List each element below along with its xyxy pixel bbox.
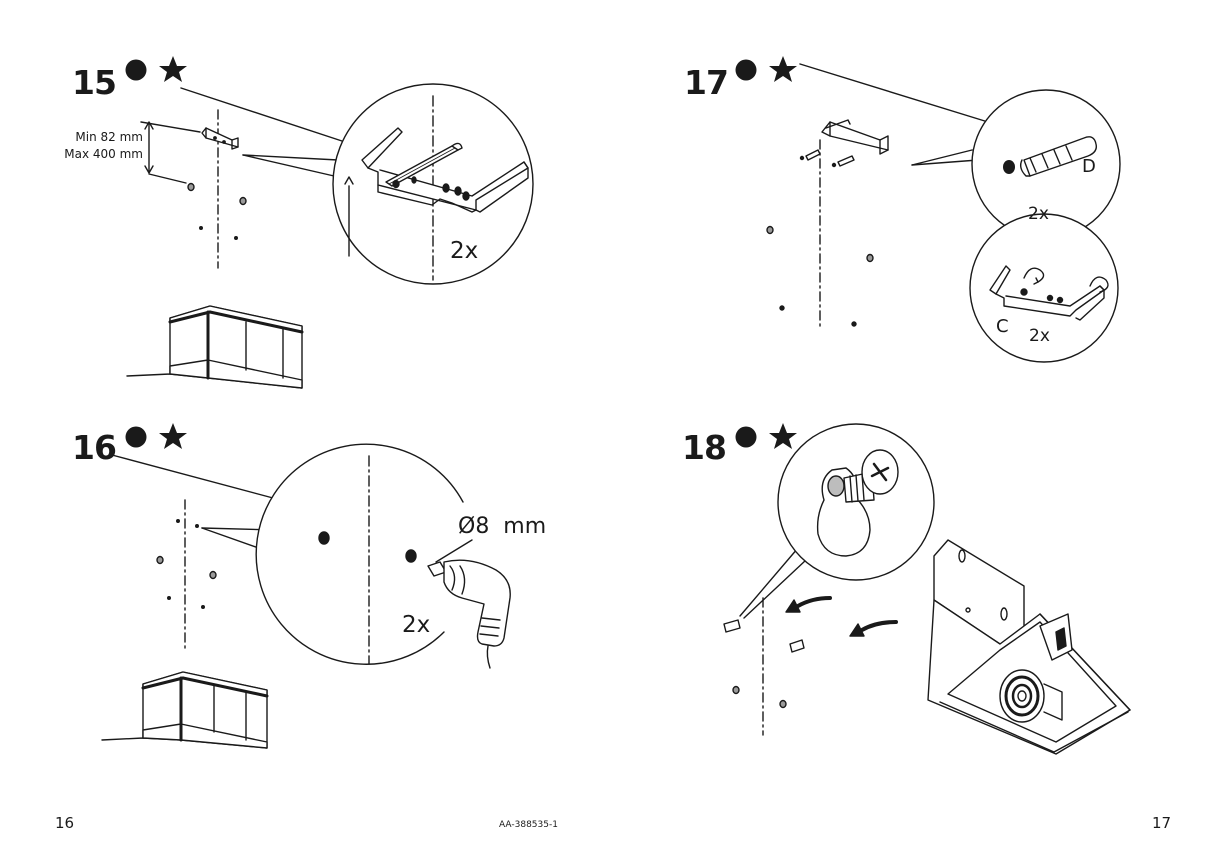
dimension-min-label: Min 82 mm <box>75 130 143 144</box>
dot-icon <box>735 426 757 448</box>
drill-size-label: Ø8 mm <box>458 514 547 539</box>
star-icon <box>769 56 797 82</box>
star-icon <box>159 423 187 449</box>
wall-screws <box>723 619 805 653</box>
dimension-max-label: Max 400 mm <box>64 147 143 161</box>
part-d-label: D <box>1082 156 1096 177</box>
bracket-c <box>989 265 1109 321</box>
wall-cabinet <box>101 671 269 749</box>
part-c-label: C <box>996 316 1009 337</box>
bracket-magnified <box>361 127 529 213</box>
left-page-number: 16 <box>55 814 75 832</box>
step-17-number: 17 <box>684 63 729 102</box>
step-15-number: 15 <box>72 63 117 102</box>
step-15-quantity: 2x <box>450 238 479 264</box>
wall-bracket-small <box>821 119 889 155</box>
step-16-quantity: 2x <box>402 612 431 638</box>
step-16-number: 16 <box>72 428 117 467</box>
document-code: AA-388535-1 <box>499 820 558 830</box>
wall-bracket-small <box>201 127 239 150</box>
part-d-quantity: 2x <box>1028 204 1049 224</box>
drill-tool <box>427 559 511 669</box>
step-16-illustration <box>101 423 511 749</box>
dot-icon <box>735 59 757 81</box>
wall-plug-d <box>1003 136 1098 177</box>
dot-icon <box>125 426 147 448</box>
wall-cabinet <box>126 305 304 389</box>
star-icon <box>159 56 187 82</box>
right-page-number: 17 <box>1152 814 1172 832</box>
step-17-illustration <box>735 56 1121 363</box>
star-icon <box>769 423 797 449</box>
step-18-number: 18 <box>682 428 727 467</box>
dot-icon <box>125 59 147 81</box>
step-15-illustration <box>125 56 534 389</box>
keyhole-screw-magnified <box>816 449 899 557</box>
part-c-quantity: 2x <box>1029 326 1050 346</box>
step-18-illustration <box>723 423 1131 755</box>
range-hood <box>927 539 1131 755</box>
